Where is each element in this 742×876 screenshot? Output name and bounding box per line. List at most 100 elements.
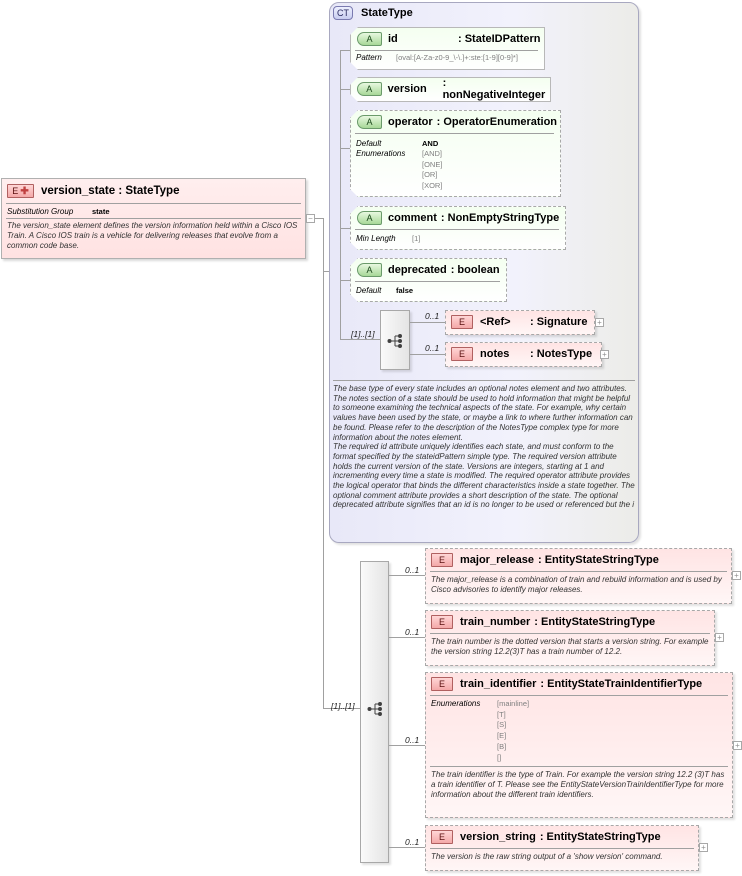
connector-line — [410, 322, 445, 323]
element-name: version_string — [460, 831, 536, 843]
attribute-id[interactable]: A id : StateIDPattern Pattern [oval:[A-Z… — [350, 27, 545, 70]
default-label: Default — [356, 286, 382, 295]
plus-icon: + — [717, 633, 722, 642]
cardinality: 0..1 — [405, 627, 420, 637]
expand-toggle[interactable]: + — [732, 571, 741, 580]
attribute-name: id — [388, 33, 398, 45]
divider — [355, 281, 500, 282]
root-element-version-state[interactable]: E ✚ version_state : StateType Substituti… — [1, 178, 306, 259]
plus-icon: + — [602, 350, 607, 359]
default-label: Default — [356, 139, 382, 148]
element-train-identifier[interactable]: E train_identifier : EntityStateTrainIde… — [425, 672, 733, 818]
element-major-release[interactable]: E major_release : EntityStateStringType … — [425, 548, 732, 604]
sequence-icon — [387, 334, 402, 348]
divider — [430, 633, 710, 634]
element-ref-signature[interactable]: E <Ref> : Signature — [445, 310, 595, 335]
element-documentation: The train identifier is the type of Trai… — [431, 770, 725, 800]
divider — [355, 229, 559, 230]
connector-line — [323, 218, 324, 708]
element-badge: E — [431, 677, 453, 691]
attribute-name: version — [387, 83, 427, 95]
sequence-icon — [367, 702, 382, 716]
divider — [355, 50, 538, 51]
complex-type-name: StateType — [361, 7, 413, 19]
min-length-label: Min Length — [356, 234, 396, 243]
cardinality: 0..1 — [405, 565, 420, 575]
attribute-comment[interactable]: A comment : NonEmptyStringType Min Lengt… — [350, 206, 566, 250]
element-name: <Ref> — [480, 316, 511, 328]
divider — [6, 203, 301, 204]
attribute-badge: A — [357, 263, 382, 277]
enum-value: [] — [497, 752, 502, 762]
expand-toggle[interactable]: + — [733, 741, 742, 750]
connector-line — [340, 148, 351, 149]
substitution-group-value: state — [92, 207, 110, 216]
enumerations-label: Enumerations — [356, 149, 406, 158]
element-documentation: The train number is the dotted version t… — [431, 637, 709, 656]
sequence-cardinality: [1]..[1] — [351, 329, 375, 339]
attribute-name: comment — [388, 212, 437, 224]
element-badge: E — [431, 615, 453, 629]
attribute-deprecated[interactable]: A deprecated : boolean Default false — [350, 258, 507, 302]
attribute-operator[interactable]: A operator : OperatorEnumeration Default… — [350, 110, 561, 197]
divider — [6, 218, 301, 219]
enum-value: [S] — [497, 720, 507, 730]
connector-line — [340, 89, 351, 90]
element-train-number[interactable]: E train_number : EntityStateStringType T… — [425, 610, 715, 666]
element-type: : NotesType — [530, 348, 593, 360]
connector-line — [389, 847, 425, 848]
enum-value: [XOR] — [422, 181, 443, 191]
element-type: : EntityStateStringType — [539, 831, 661, 843]
element-type: : EntityStateStringType — [538, 554, 659, 566]
minus-icon: − — [308, 214, 313, 223]
connector-line — [315, 218, 324, 219]
enum-value: [T] — [497, 709, 506, 719]
element-badge: E — [431, 830, 453, 844]
attribute-version[interactable]: A version : nonNegativeInteger — [350, 77, 551, 102]
enum-value: [mainline] — [497, 699, 530, 708]
expand-toggle[interactable]: + — [699, 843, 708, 852]
element-version-string[interactable]: E version_string : EntityStateStringType… — [425, 825, 699, 871]
enum-value: [B] — [497, 741, 507, 751]
root-element-documentation: The version_state element defines the ve… — [7, 221, 298, 250]
divider — [430, 766, 728, 768]
element-notes[interactable]: E notes : NotesType — [445, 342, 602, 367]
min-length-value: [1] — [412, 234, 421, 243]
collapse-toggle[interactable]: − — [306, 214, 315, 223]
enum-value: [ONE] — [422, 159, 443, 169]
sequence-compositor[interactable] — [380, 310, 410, 370]
substitution-group-label: Substitution Group — [7, 207, 74, 216]
divider — [430, 695, 728, 696]
expand-toggle[interactable]: + — [715, 633, 724, 642]
enum-value: [AND] — [422, 149, 443, 158]
element-badge: E — [451, 347, 473, 361]
complex-type-badge: CT — [333, 6, 353, 20]
attribute-type: : NonEmptyStringType — [440, 212, 560, 224]
pattern-value: [oval:[A-Za-z0-9_\-\.]+:ste:[1-9][0-9]*] — [396, 53, 518, 62]
expand-toggle[interactable]: + — [595, 318, 604, 327]
element-badge: E — [451, 315, 473, 329]
enumerations-list: [mainline] [T] [S] [E] [B] [] — [497, 699, 529, 763]
pattern-label: Pattern — [356, 53, 382, 62]
attribute-badge: A — [357, 115, 382, 129]
connector-line — [389, 745, 425, 746]
enum-value: [OR] — [422, 170, 438, 180]
root-element-title: version_state : StateType — [41, 185, 180, 197]
attribute-name: operator — [388, 116, 433, 128]
attribute-type: : StateIDPattern — [458, 33, 541, 45]
connector-line — [340, 228, 351, 229]
element-badge: E — [431, 553, 453, 567]
element-type: : EntityStateTrainIdentifierType — [540, 678, 703, 690]
plus-icon: + — [597, 318, 602, 327]
connector-line — [323, 271, 330, 272]
sequence-cardinality: [1]..[1] — [331, 701, 355, 711]
element-name: train_number — [460, 616, 531, 628]
expand-toggle[interactable]: + — [600, 350, 609, 359]
sequence-compositor[interactable] — [360, 561, 389, 863]
element-name: major_release — [460, 554, 534, 566]
element-badge: E ✚ — [7, 184, 34, 198]
plus-icon: + — [734, 571, 739, 580]
attribute-badge: A — [357, 82, 382, 96]
enum-value: [E] — [497, 731, 507, 741]
element-documentation: The major_release is a combination of tr… — [431, 575, 722, 594]
